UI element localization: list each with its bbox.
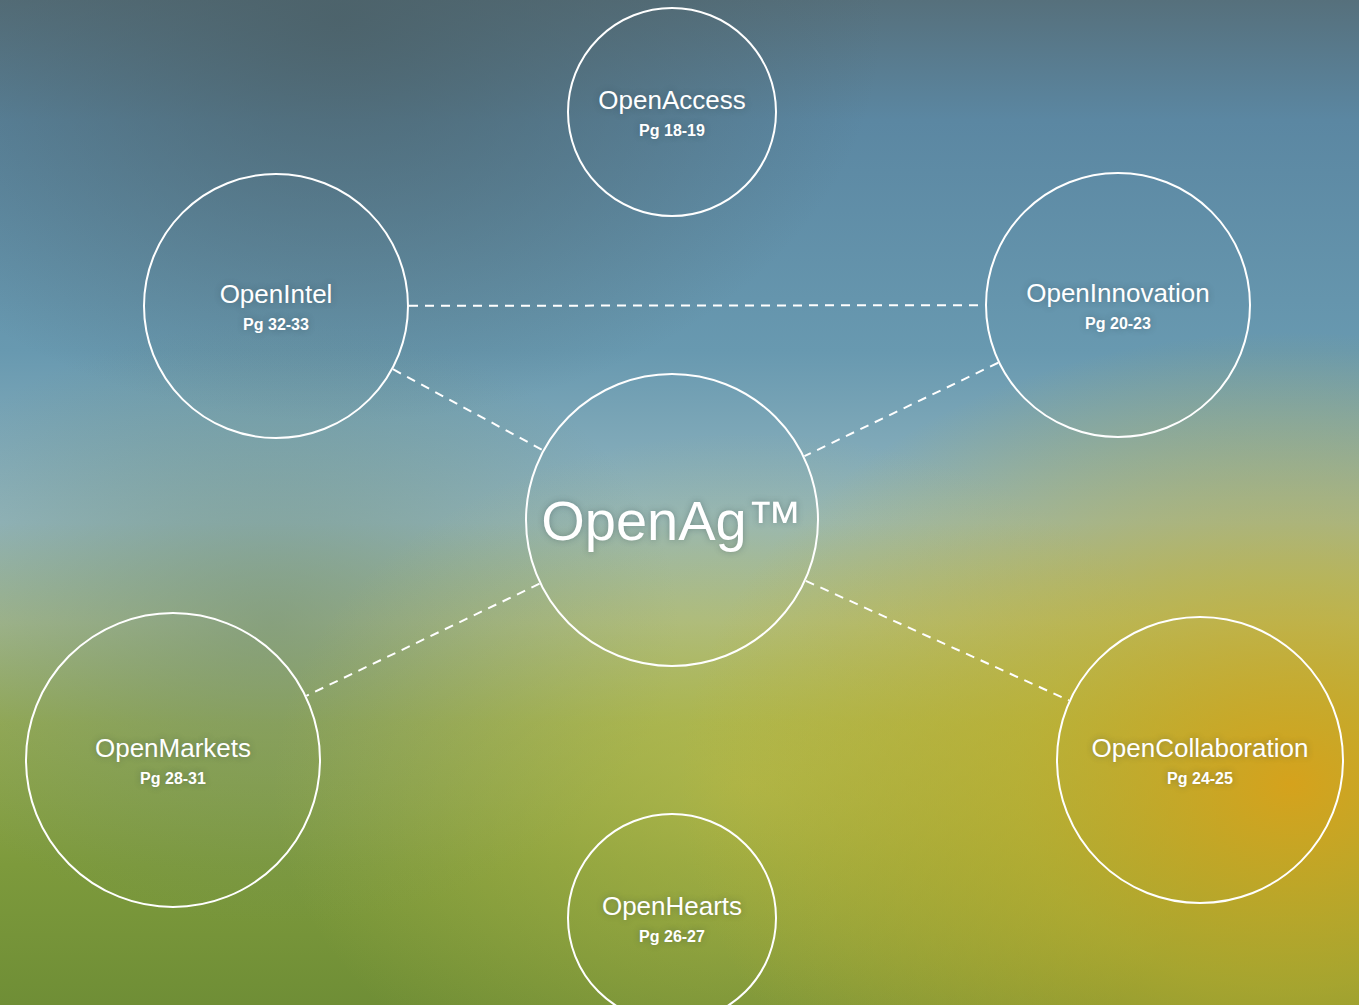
dashed-connector [306,584,539,696]
dashed-connector [806,581,1069,701]
topic-name: OpenIntel [220,278,333,311]
dashed-connector [804,363,998,456]
topic-name: OpenCollaboration [1092,732,1309,765]
page-reference: Pg 32-33 [243,316,309,334]
topic-circle: OpenAccess Pg 18-19 [567,7,777,217]
topic-circle: OpenIntel Pg 32-33 [143,173,409,439]
topic-circle: OpenInnovation Pg 20-23 [985,172,1251,438]
dashed-connector [806,581,1069,701]
page-reference: Pg 26-27 [639,928,705,946]
circle-outline [26,613,320,907]
topic-circle: OpenHearts Pg 26-27 [567,813,777,1005]
topic-circle: OpenCollaboration Pg 24-25 [1056,616,1344,904]
topic-circle: OpenAg™ [525,373,819,667]
page-reference: Pg 20-23 [1085,315,1151,333]
circle-outline [1057,617,1343,903]
topic-name: OpenHearts [602,890,742,923]
circle-outline [986,173,1250,437]
circle-outline [526,374,818,666]
dashed-connector [393,369,543,450]
topic-name: OpenAccess [598,84,745,117]
dashed-connector [306,584,539,696]
dashed-connector [804,363,998,456]
topic-name: OpenMarkets [95,732,251,765]
circle-outline [568,8,776,216]
circle-outline [144,174,408,438]
dashed-connector [409,305,985,307]
topic-name: OpenInnovation [1026,277,1210,310]
dashed-connector [409,304,985,307]
topic-name: OpenAg™ [541,488,803,553]
circle-outline [568,814,776,1005]
page-reference: Pg 28-31 [140,770,206,788]
page-reference: Pg 24-25 [1167,770,1233,788]
dashed-connector [393,369,543,450]
topic-circle: OpenMarkets Pg 28-31 [25,612,321,908]
page-reference: Pg 18-19 [639,122,705,140]
